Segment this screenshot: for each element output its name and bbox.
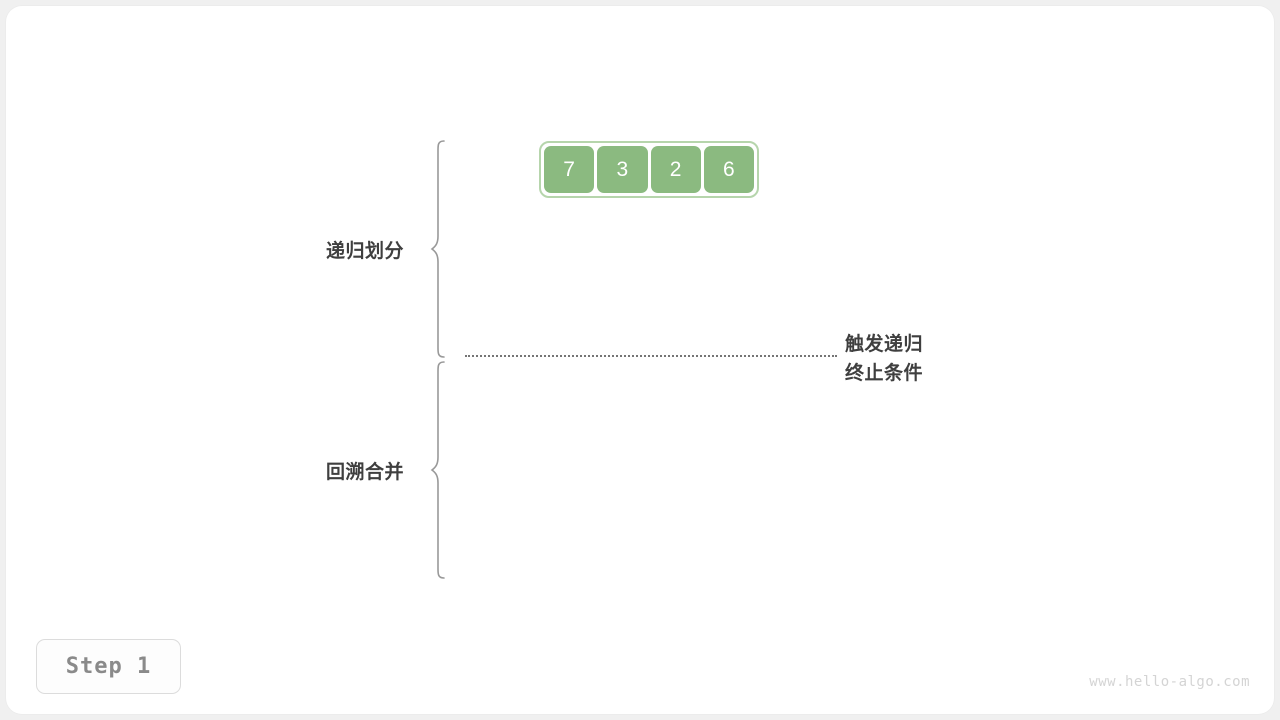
- phase-label-divide: 递归划分: [325, 241, 404, 262]
- canvas-card: [6, 6, 1274, 714]
- annotation-line-2: 终止条件: [845, 363, 924, 384]
- recursion-boundary-line: [465, 355, 837, 357]
- array-cell: 3: [597, 146, 648, 193]
- array-cell: 7: [544, 146, 595, 193]
- array-cell: 2: [650, 146, 701, 193]
- annotation-line-1: 触发递归: [845, 334, 924, 355]
- input-array: 7 3 2 6: [539, 141, 759, 198]
- step-badge: Step 1: [36, 639, 181, 694]
- recursion-terminate-annotation: 触发递归 终止条件: [845, 330, 923, 388]
- array-cells: 7 3 2 6: [544, 146, 754, 193]
- phase-label-merge: 回溯合并: [325, 462, 404, 483]
- array-cell: 6: [703, 146, 754, 193]
- watermark: www.hello-algo.com: [1089, 674, 1250, 690]
